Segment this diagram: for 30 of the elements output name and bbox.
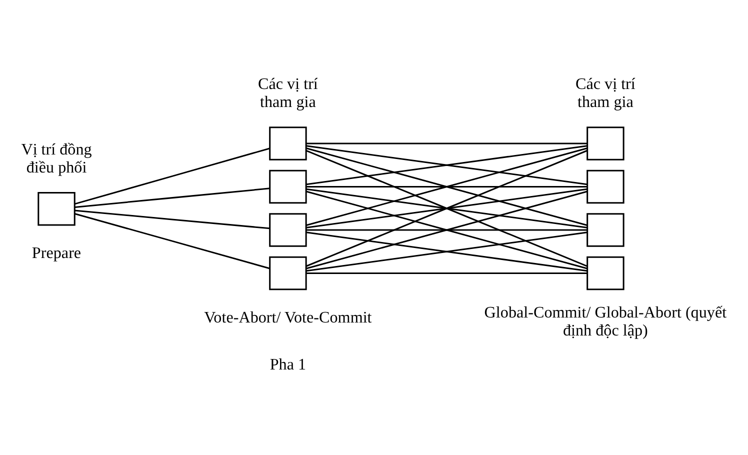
node-box bbox=[586, 256, 624, 290]
node-box bbox=[38, 192, 76, 226]
connector bbox=[306, 228, 588, 230]
connector bbox=[306, 144, 588, 185]
connector bbox=[74, 147, 270, 204]
connector bbox=[306, 142, 588, 144]
node-box bbox=[586, 126, 624, 160]
connector bbox=[306, 190, 588, 269]
label: Prepare bbox=[32, 244, 82, 262]
connector bbox=[306, 272, 588, 274]
connector bbox=[306, 147, 588, 226]
node-box bbox=[586, 169, 624, 204]
label: Global-Commit/ Global-Abort (quyết định độc lập) bbox=[484, 304, 727, 339]
label: Pha 1 bbox=[270, 356, 306, 374]
label: Các vị trí tham gia bbox=[258, 75, 318, 111]
connector bbox=[74, 209, 270, 229]
node-box bbox=[269, 126, 307, 160]
node-box bbox=[269, 256, 307, 290]
label: Vote-Abort/ Vote-Commit bbox=[204, 308, 372, 326]
connector bbox=[74, 212, 270, 269]
connector bbox=[306, 149, 588, 266]
connector bbox=[306, 231, 588, 272]
label: Vị trí đồng điều phối bbox=[21, 140, 92, 176]
label: Các vị trí tham gia bbox=[576, 75, 636, 111]
connector bbox=[74, 187, 270, 208]
node-box bbox=[269, 212, 307, 246]
node-box bbox=[269, 169, 307, 204]
connector bbox=[306, 188, 588, 228]
node-box bbox=[586, 212, 624, 246]
connector bbox=[306, 185, 588, 187]
